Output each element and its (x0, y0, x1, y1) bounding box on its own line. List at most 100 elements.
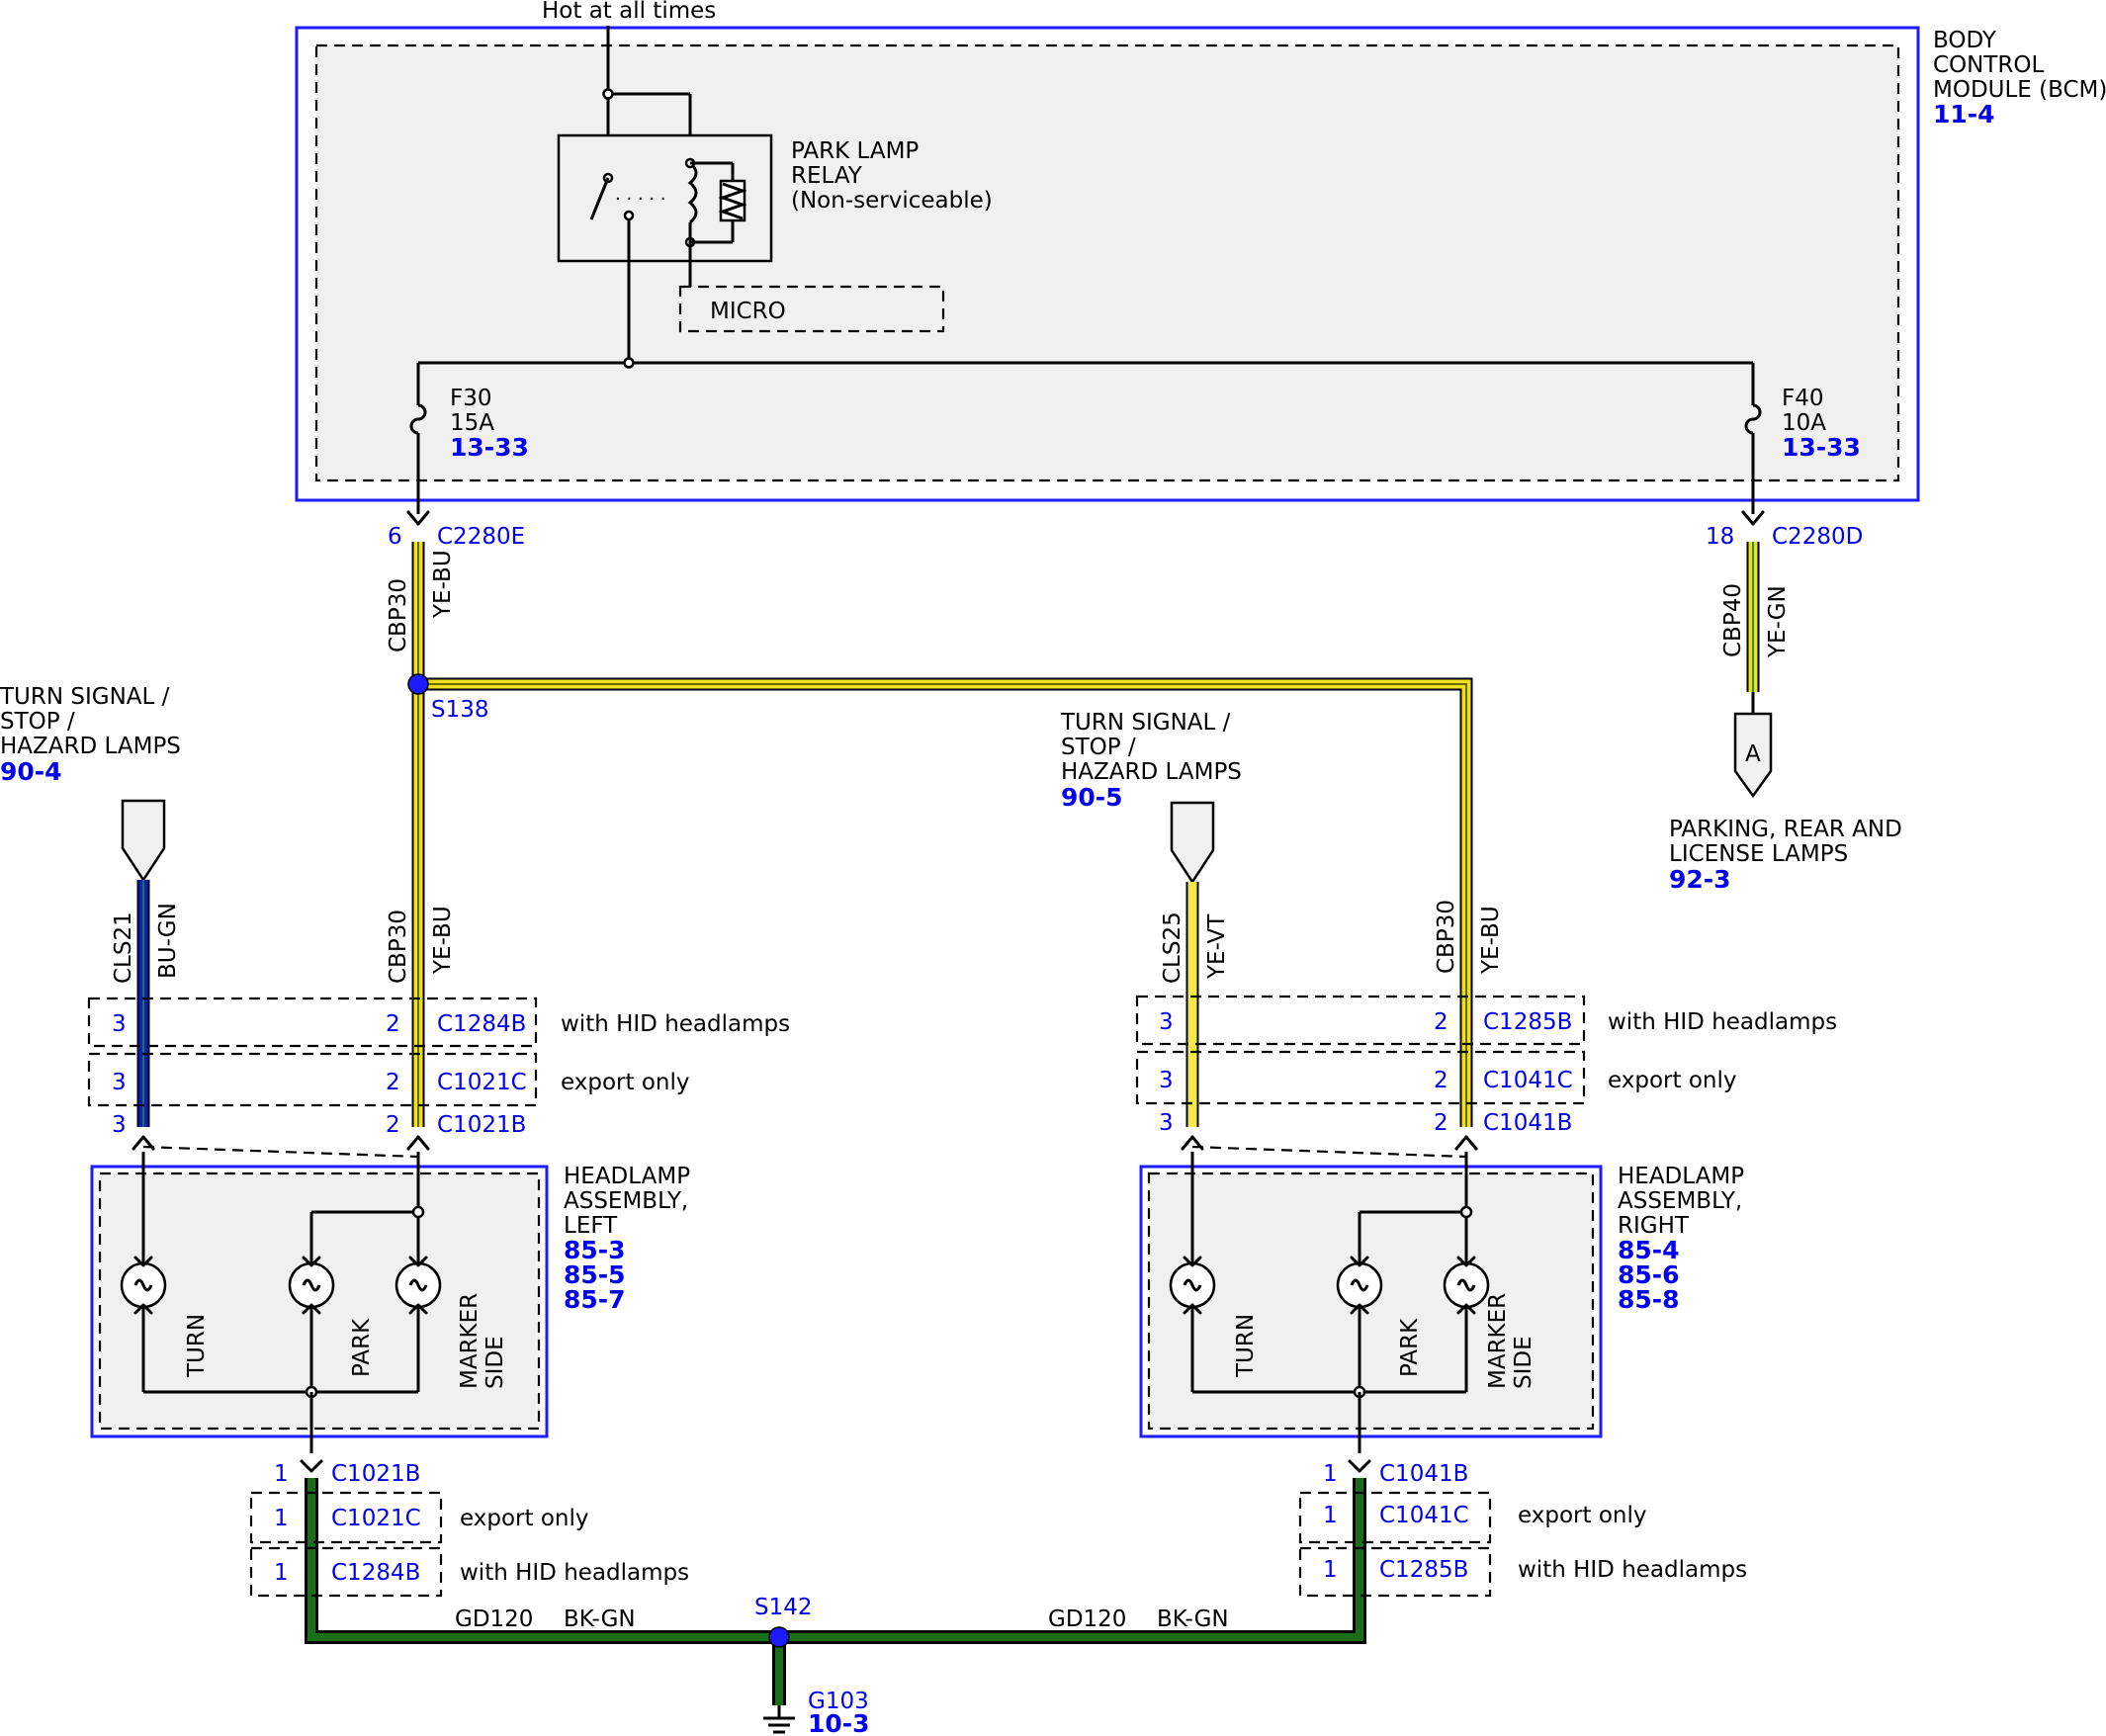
bcm-name-1: BODY (1933, 28, 1997, 53)
cbp30-right-circuit: CBP30 (1434, 900, 1459, 974)
relay-name-3: (Non-serviceable) (791, 188, 993, 214)
splice-s138 (407, 673, 429, 695)
left-ground-row3-id: C1284B (331, 1560, 420, 1586)
bulb-left-marker-label: MARKER (457, 1293, 483, 1389)
right-row3-id: C1041B (1483, 1110, 1572, 1136)
splice-s138-label: S138 (431, 697, 489, 723)
gd120-right-color: BK-GN (1157, 1606, 1229, 1632)
parking-ref-link[interactable]: 92-3 (1669, 865, 1731, 894)
relay-name-1: PARK LAMP (791, 138, 919, 164)
left-ground-row1-id: C1021B (331, 1461, 420, 1487)
fuse-f40-id: F40 (1782, 386, 1824, 411)
right-row1-pin-b: 2 (1434, 1009, 1448, 1035)
fuse-f30-ref[interactable]: 13-33 (450, 433, 529, 462)
cbp30-top-color: YE-BU (430, 550, 456, 619)
fuse-f30-id: F30 (450, 386, 492, 411)
fuse-f30-symbol (409, 403, 427, 435)
turn-left-ref-link[interactable]: 90-4 (0, 757, 62, 786)
cbp40-circuit: CBP40 (1720, 583, 1746, 657)
right-row1-pin-a: 3 (1159, 1009, 1174, 1035)
bulb-right-park-label: PARK (1397, 1318, 1423, 1377)
left-ground-row2-id: C1021C (331, 1506, 421, 1531)
headlamp-left-ref-2[interactable]: 85-5 (564, 1260, 626, 1289)
relay-name-2: RELAY (791, 163, 863, 189)
cbp40-color: YE-GN (1765, 585, 1791, 658)
headlamp-right-name-3: RIGHT (1618, 1213, 1690, 1239)
connector-c2280d-pin: 18 (1706, 524, 1734, 550)
bulb-left-side-marker (395, 1256, 442, 1315)
right-ground-row2-pin: 1 (1323, 1503, 1338, 1528)
parking-ref-name-2: LICENSE LAMPS (1669, 841, 1848, 867)
turn-right-ref-connector (1170, 801, 1215, 885)
right-conn-row-hid (1135, 995, 1586, 1046)
headlamp-left-name-2: ASSEMBLY, (564, 1188, 688, 1214)
right-row3-pin-b: 2 (1434, 1110, 1448, 1136)
headlamp-left-ref-1[interactable]: 85-3 (564, 1236, 626, 1264)
connector-c2280e-id: C2280E (437, 524, 525, 550)
headlamp-right-ref-1[interactable]: 85-4 (1618, 1236, 1680, 1264)
bulb-right-turn (1169, 1256, 1216, 1315)
cbp30-top-circuit: CBP30 (386, 578, 411, 652)
fuse-f40-symbol (1744, 403, 1762, 435)
connector-c2280d-arrow (1741, 510, 1765, 526)
right-row3-pin-a: 3 (1159, 1110, 1174, 1136)
left-row1-note: with HID headlamps (561, 1011, 790, 1037)
right-row2-pin-a: 3 (1159, 1068, 1174, 1093)
left-row2-id: C1021C (437, 1070, 527, 1095)
parking-ref-connector (1733, 712, 1773, 799)
left-ground-row2-pin: 1 (274, 1506, 289, 1531)
fuse-f40-ref[interactable]: 13-33 (1782, 433, 1861, 462)
bcm-name-3: MODULE (BCM) (1933, 77, 2106, 103)
bcm-module-inner (314, 43, 1900, 482)
right-row2-pin-b: 2 (1434, 1068, 1448, 1093)
left-row1-pin-a: 3 (112, 1011, 127, 1037)
bulb-left-park-label: PARK (349, 1318, 375, 1377)
connector-c2280e-arrow (406, 510, 430, 526)
fuse-f40-rating: 10A (1782, 410, 1826, 436)
splice-s142 (768, 1626, 790, 1648)
turn-left-ref-connector (121, 799, 166, 883)
headlamp-right-ref-3[interactable]: 85-8 (1618, 1285, 1680, 1314)
turn-right-name-1: TURN SIGNAL / (1060, 710, 1231, 736)
headlamp-left-ref-3[interactable]: 85-7 (564, 1285, 626, 1314)
micro-label: MICRO (710, 299, 786, 324)
turn-right-name-3: HAZARD LAMPS (1061, 759, 1242, 785)
turn-right-name-2: STOP / (1061, 735, 1136, 760)
right-conn-row-export (1135, 1050, 1586, 1105)
left-ground-row3-note: with HID headlamps (460, 1560, 689, 1586)
cls21-circuit: CLS21 (111, 911, 136, 984)
turn-left-name-3: HAZARD LAMPS (0, 734, 181, 759)
bulb-left-park (288, 1256, 335, 1315)
right-ground-row1-pin: 1 (1323, 1461, 1338, 1487)
right-row1-note: with HID headlamps (1608, 1009, 1837, 1035)
left-row3-pin-a: 3 (112, 1112, 127, 1138)
parking-ref-name-1: PARKING, REAR AND (1669, 817, 1902, 842)
ground-g103-ref[interactable]: 10-3 (808, 1709, 870, 1736)
gd120-left-circuit: GD120 (455, 1606, 533, 1632)
gd120-right-circuit: GD120 (1048, 1606, 1126, 1632)
left-conn-row-export (87, 1052, 538, 1107)
turn-right-ref-link[interactable]: 90-5 (1061, 783, 1123, 812)
ground-g103-id: G103 (808, 1689, 869, 1714)
headlamp-right-name-1: HEADLAMP (1618, 1164, 1744, 1189)
right-ground-row3-pin: 1 (1323, 1557, 1338, 1583)
splice-s142-label: S142 (754, 1595, 813, 1620)
relay-switch-contact (623, 210, 635, 221)
left-ground-row2-note: export only (460, 1506, 588, 1531)
micro-block (678, 285, 945, 333)
right-ground-row3-note: with HID headlamps (1518, 1557, 1747, 1583)
left-row1-pin-b: 2 (386, 1011, 400, 1037)
headlamp-right-ref-2[interactable]: 85-6 (1618, 1260, 1680, 1289)
right-ground-row2-note: export only (1518, 1503, 1646, 1528)
left-row2-pin-b: 2 (386, 1070, 400, 1095)
headlamp-left-name-1: HEADLAMP (564, 1164, 690, 1189)
bulb-left-side-label: SIDE (483, 1336, 508, 1389)
wire-gd120 (305, 1478, 1366, 1705)
right-row2-id: C1041C (1483, 1068, 1573, 1093)
bcm-name-2: CONTROL (1933, 52, 2045, 78)
bulb-left-turn-label: TURN (184, 1314, 210, 1378)
bcm-ref-link[interactable]: 11-4 (1933, 100, 1995, 129)
parking-ref-letter: A (1745, 741, 1761, 767)
bulb-right-turn-label: TURN (1233, 1314, 1259, 1378)
